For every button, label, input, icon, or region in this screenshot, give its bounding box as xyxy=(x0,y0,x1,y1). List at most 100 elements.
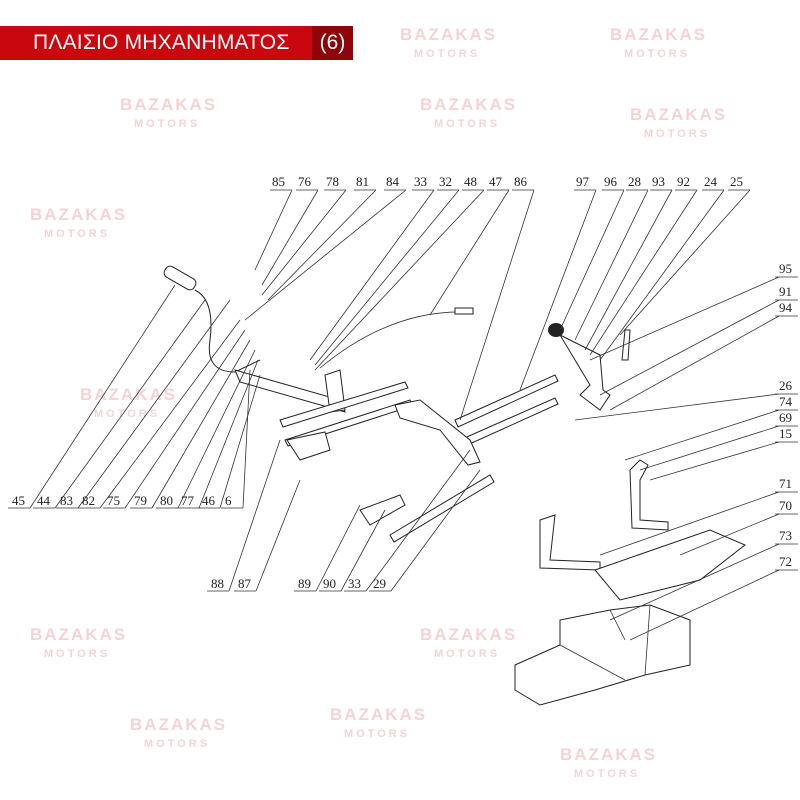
part-label: 82 xyxy=(78,319,241,509)
leader-line xyxy=(261,189,319,286)
part-label: 69 xyxy=(639,410,798,471)
part-number: 95 xyxy=(779,261,792,276)
part-label: 45 xyxy=(8,284,176,509)
pin xyxy=(621,329,631,361)
part-number: 97 xyxy=(576,174,590,189)
part-label: 33 xyxy=(309,174,435,361)
leader-line xyxy=(103,329,246,509)
part-number: 87 xyxy=(238,576,252,591)
part-label: 71 xyxy=(599,476,798,556)
part-label: 91 xyxy=(599,284,798,396)
part-label: 48 xyxy=(314,174,485,371)
part-label: 85 xyxy=(254,174,293,271)
leader-line xyxy=(429,189,510,316)
part-label: 81 xyxy=(267,174,377,301)
part-number: 6 xyxy=(225,493,232,508)
leader-line xyxy=(156,349,256,509)
part-number: 32 xyxy=(439,174,452,189)
leader-line xyxy=(314,189,485,371)
leader-line xyxy=(177,359,259,509)
part-number: 83 xyxy=(60,493,73,508)
link-plate xyxy=(286,431,331,461)
part-label: 95 xyxy=(589,261,798,361)
leader-line xyxy=(584,189,673,351)
part-label: 78 xyxy=(261,174,347,296)
part-label: 24 xyxy=(599,174,725,361)
rod xyxy=(454,374,559,428)
part-label: 86 xyxy=(459,174,535,421)
part-number: 79 xyxy=(134,493,147,508)
part-label: 15 xyxy=(649,426,798,481)
part-number: 90 xyxy=(323,576,336,591)
part-label: 93 xyxy=(584,174,673,351)
part-number: 69 xyxy=(779,410,792,425)
leader-line xyxy=(319,509,386,592)
part-label: 88 xyxy=(207,439,281,592)
leader-line xyxy=(609,315,798,411)
leader-line xyxy=(559,189,625,331)
part-number: 48 xyxy=(464,174,477,189)
part-number: 29 xyxy=(373,576,386,591)
part-number: 47 xyxy=(489,174,503,189)
part-number: 44 xyxy=(37,493,51,508)
part-number: 89 xyxy=(298,576,311,591)
cable-adjuster xyxy=(454,307,474,315)
part-number: 24 xyxy=(704,174,718,189)
leader-line xyxy=(599,299,798,396)
part-number: 93 xyxy=(652,174,665,189)
part-number: 46 xyxy=(202,493,216,508)
part-label: 87 xyxy=(234,479,301,592)
part-number: 71 xyxy=(779,476,792,491)
part-number: 33 xyxy=(348,576,361,591)
part-label: 83 xyxy=(56,299,231,509)
leader-line xyxy=(33,299,206,509)
floor-plate xyxy=(594,529,746,601)
leader-line xyxy=(609,543,798,621)
shift-lever xyxy=(558,333,611,411)
lever-arm xyxy=(394,399,481,466)
part-label: 89 xyxy=(294,504,361,592)
leader-line xyxy=(344,449,471,592)
part-label: 72 xyxy=(629,554,798,641)
part-label: 96 xyxy=(559,174,625,331)
leader-line xyxy=(574,393,798,421)
part-number: 81 xyxy=(356,174,369,189)
title-banner: ΠΛΑΙΣΙΟ ΜΗΧΑΝΗΜΑΤΟΣ (6) xyxy=(0,26,353,60)
leader-line xyxy=(624,409,798,461)
link-plate xyxy=(359,494,406,526)
leader-line xyxy=(78,319,241,509)
part-label: 74 xyxy=(624,394,798,461)
part-number: 82 xyxy=(82,493,95,508)
part-number: 86 xyxy=(514,174,528,189)
part-label: 6 xyxy=(221,369,251,509)
part-label: 94 xyxy=(609,300,798,411)
cable xyxy=(319,311,466,369)
leader-line xyxy=(294,504,361,592)
leader-line xyxy=(649,441,798,481)
handle-grip xyxy=(163,265,197,291)
part-label: 46 xyxy=(198,374,261,509)
rod xyxy=(389,474,495,543)
leader-line xyxy=(221,369,251,509)
parts-drawing xyxy=(163,265,746,706)
leader-line xyxy=(267,189,377,301)
leader-line xyxy=(639,425,798,471)
part-label: 44 xyxy=(33,299,206,509)
part-label: 80 xyxy=(156,349,256,509)
shift-knob xyxy=(548,323,564,337)
leader-line xyxy=(519,189,597,391)
part-number: 85 xyxy=(272,174,285,189)
leader-line xyxy=(629,569,798,641)
leader-line xyxy=(574,189,649,341)
part-number: 70 xyxy=(779,498,792,513)
leader-line xyxy=(254,189,293,271)
leader-line xyxy=(8,284,176,509)
leader-line xyxy=(589,276,798,361)
part-number: 72 xyxy=(779,554,792,569)
part-number: 73 xyxy=(779,528,792,543)
leader-line xyxy=(459,189,535,421)
part-number: 91 xyxy=(779,284,792,299)
part-label: 90 xyxy=(319,509,386,592)
